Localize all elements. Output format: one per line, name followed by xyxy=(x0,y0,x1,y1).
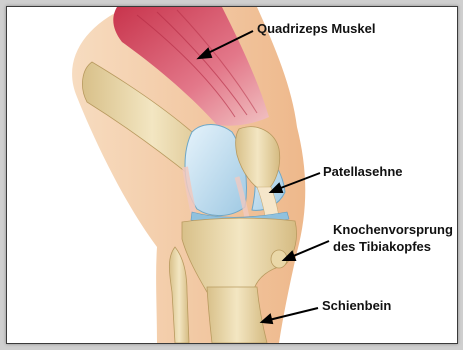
label-tibia: Schienbein xyxy=(322,298,391,313)
label-patellar-tendon: Patellasehne xyxy=(323,164,403,179)
label-tibial-tuberosity-line1: Knochenvorsprung xyxy=(333,222,453,237)
label-quadriceps: Quadrizeps Muskel xyxy=(257,21,375,36)
tibia xyxy=(207,287,267,343)
illustration-frame: Quadrizeps Muskel Patellasehne Knochenvo… xyxy=(6,6,458,344)
label-tibial-tuberosity-line2: des Tibiakopfes xyxy=(333,239,431,254)
